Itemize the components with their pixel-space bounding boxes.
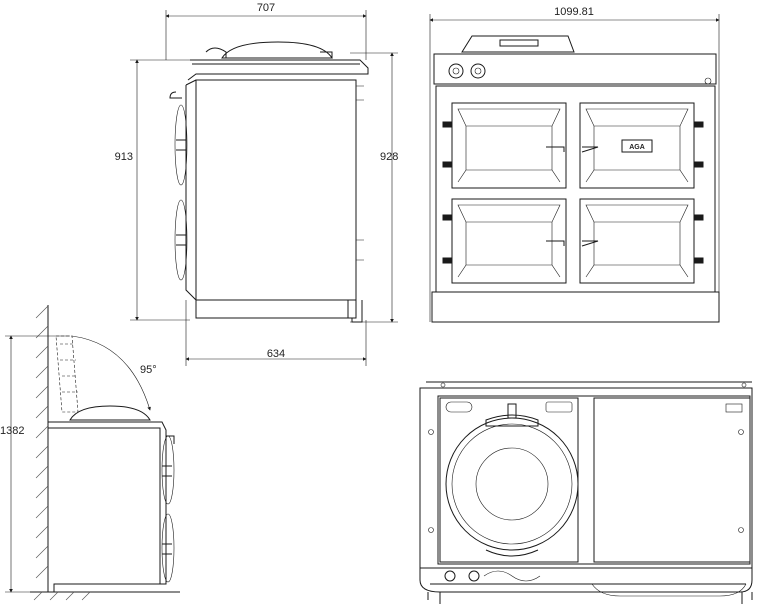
simmering-plate xyxy=(593,397,751,563)
label-side-height-total: 928 xyxy=(380,151,398,163)
front-view: 1099.81 xyxy=(429,6,720,323)
label-side-height-body: 913 xyxy=(115,151,133,163)
side-view: 707 913 928 634 xyxy=(115,2,398,366)
oven-door-bottom-right xyxy=(579,198,695,284)
door-handles xyxy=(546,146,599,247)
wall-hatching xyxy=(35,305,49,579)
brand-badge xyxy=(621,139,653,153)
top-view xyxy=(419,381,753,604)
brand-badge-label: AGA xyxy=(629,144,645,151)
oven-door-bottom-left xyxy=(451,198,567,284)
control-knob-left[interactable] xyxy=(444,570,456,582)
control-knob-right[interactable] xyxy=(468,570,480,582)
oven-door-top-left xyxy=(451,102,567,189)
label-side-depth: 707 xyxy=(257,2,275,14)
label-side-base-depth: 634 xyxy=(267,348,285,360)
door-hinges xyxy=(442,121,704,264)
lid-open-view: 1382 95° xyxy=(0,305,180,601)
label-lid-angle: 95° xyxy=(140,364,157,376)
label-lid-height: 1382 xyxy=(0,425,24,437)
label-front-width: 1099.81 xyxy=(554,6,594,18)
hotplate-lid xyxy=(445,403,579,557)
